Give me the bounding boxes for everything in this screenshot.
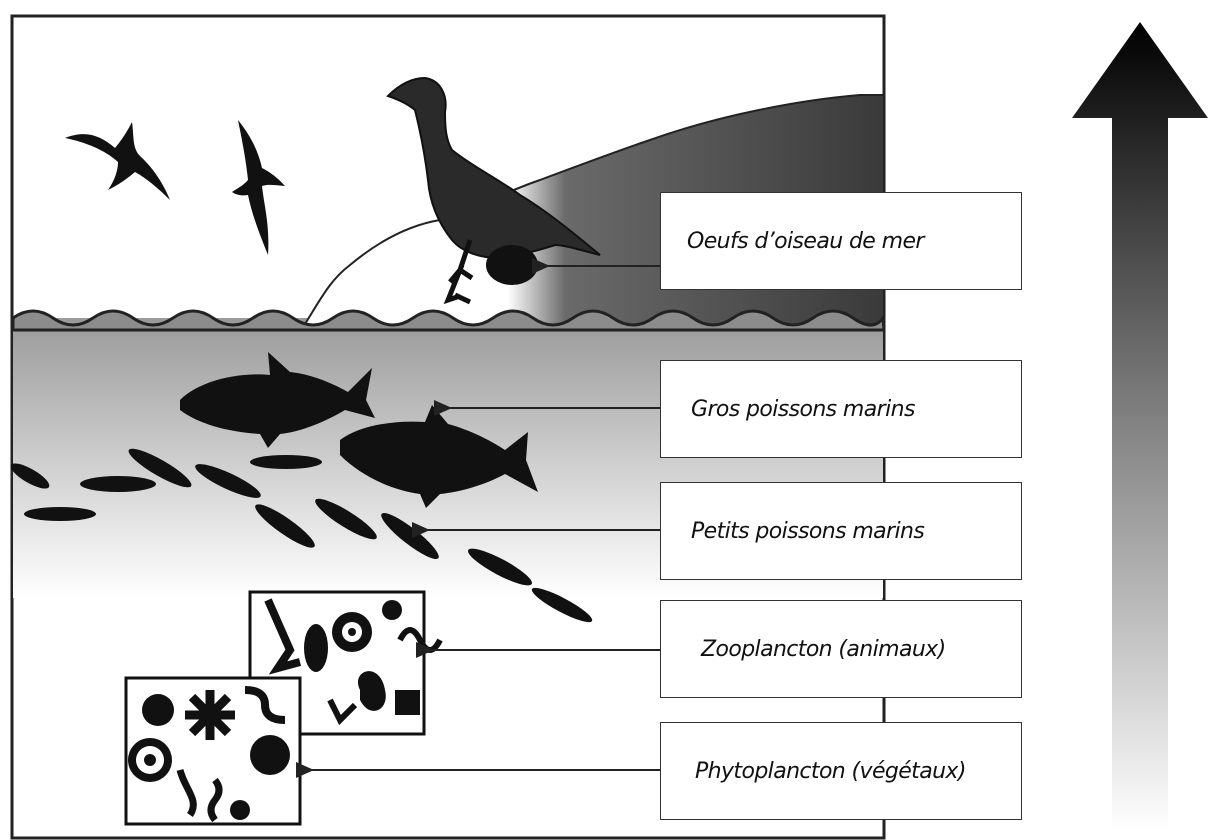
phytoplankton-panel	[126, 678, 300, 824]
label-box-small-fish: Petits poissons marins	[660, 482, 1022, 580]
label-seabird-eggs: Oeufs d’oiseau de mer	[687, 229, 924, 254]
label-box-zooplankton: Zooplancton (animaux)	[660, 600, 1022, 698]
label-large-fish: Gros poissons marins	[691, 397, 915, 422]
label-zooplankton: Zooplancton (animaux)	[701, 637, 946, 662]
trophic-level-arrow	[1072, 22, 1208, 832]
label-box-large-fish: Gros poissons marins	[660, 360, 1022, 458]
label-box-seabird-eggs: Oeufs d’oiseau de mer	[660, 192, 1022, 290]
label-box-phytoplankton: Phytoplancton (végétaux)	[660, 722, 1022, 820]
label-small-fish: Petits poissons marins	[691, 519, 924, 544]
egg-icon	[486, 245, 538, 285]
label-phytoplankton: Phytoplancton (végétaux)	[695, 759, 966, 784]
